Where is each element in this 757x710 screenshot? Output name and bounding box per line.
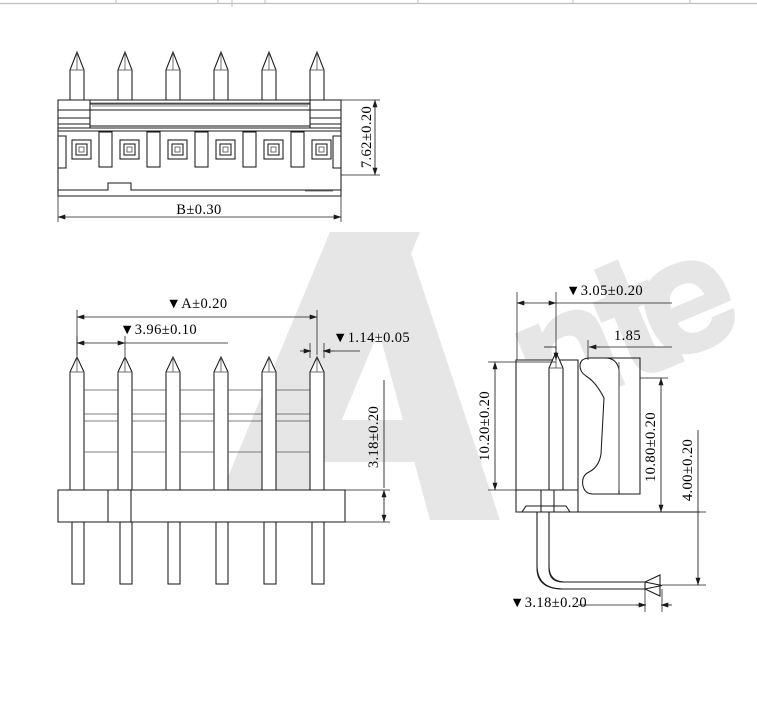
- ra-bent-tail: [536, 511, 663, 597]
- label-3-18-ra: ▼3.18±0.20: [510, 595, 587, 611]
- front-view-contacts: [71, 139, 332, 160]
- ra-pin-vertical: [548, 350, 564, 491]
- dim-4-00: [660, 430, 706, 586]
- dim-3-18-ra: [578, 589, 672, 612]
- dim-3-05-tick: [544, 346, 559, 361]
- dim-1-14: [300, 343, 360, 358]
- right-angle-view-group: [488, 292, 706, 612]
- label-B: B±0.30: [176, 202, 221, 218]
- front-view-bottom-notch: [58, 182, 341, 191]
- front-view-slots: [98, 131, 305, 168]
- dim-B: [57, 186, 342, 222]
- ra-latch-contact: [579, 357, 641, 495]
- side-view-pin-tails: [71, 521, 325, 585]
- front-view-group: [57, 50, 380, 222]
- front-view-pins: [69, 50, 325, 113]
- label-A: ▼A±0.20: [167, 296, 228, 312]
- pin-side-view-group: [57, 310, 390, 585]
- label-10-20: 10.20±0.20: [477, 391, 493, 461]
- label-3-18-side: 3.18±0.20: [366, 406, 382, 468]
- label-1-85: 1.85: [614, 328, 641, 344]
- dim-10-20: [488, 361, 556, 491]
- label-7-62: 7.62±0.20: [359, 106, 375, 168]
- label-1-14: ▼1.14±0.05: [333, 330, 410, 346]
- dim-3-05: [516, 292, 672, 360]
- dim-1-85: [587, 340, 672, 360]
- label-3-05: ▼3.05±0.20: [566, 283, 643, 299]
- dim-3-96: [76, 336, 228, 356]
- top-border-table: [0, 0, 757, 7]
- label-10-80: 10.80±0.20: [643, 412, 659, 482]
- dim-7-62: [341, 99, 380, 176]
- side-view-rails: [84, 389, 310, 453]
- label-3-96: ▼3.96±0.10: [120, 322, 197, 338]
- dim-3-18-side: [345, 380, 390, 523]
- label-4-00: 4.00±0.20: [680, 439, 696, 501]
